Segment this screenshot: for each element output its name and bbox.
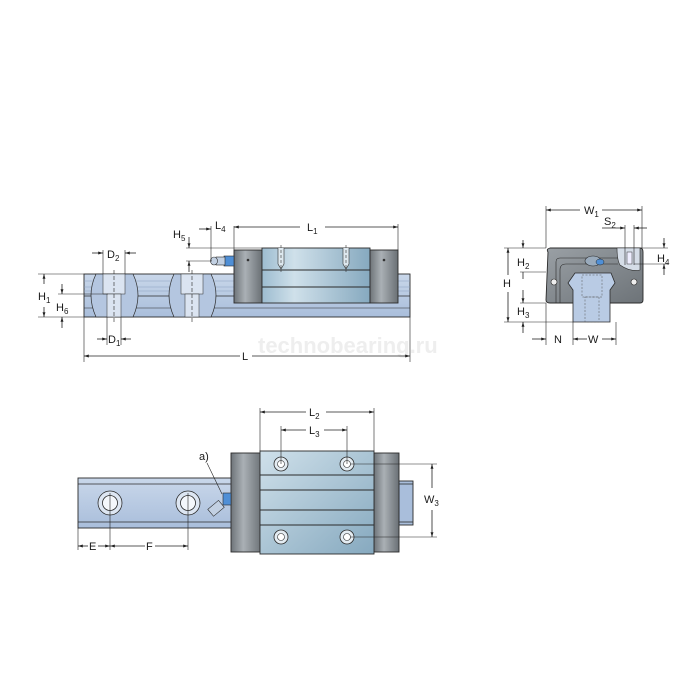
label-w1: W1 xyxy=(584,205,599,219)
label-note-a: a) xyxy=(199,451,209,463)
side-view: H1 H6 D2 D1 L H5 L4 xyxy=(38,220,411,363)
label-h: H xyxy=(503,278,511,290)
watermark: technobearing.ru xyxy=(258,333,438,358)
end-cap-right xyxy=(369,249,399,304)
end-view: W1 S2 H4 H H2 H3 N W xyxy=(503,205,670,346)
label-l4: L4 xyxy=(215,220,226,234)
threaded-holes xyxy=(277,245,350,272)
label-l: L xyxy=(242,351,248,363)
label-e: E xyxy=(89,541,96,553)
rail-hole-1 xyxy=(90,270,139,322)
grease-nipple-top xyxy=(207,492,232,517)
label-h3: H3 xyxy=(517,306,530,320)
label-h5: H5 xyxy=(173,229,186,243)
carriage-bolt-holes xyxy=(273,456,355,545)
rail-profile xyxy=(567,272,616,323)
label-w: W xyxy=(588,334,599,346)
label-h2: H2 xyxy=(517,257,530,271)
label-w3: W3 xyxy=(424,494,439,508)
label-d2: D2 xyxy=(107,249,120,263)
end-cap-top-left xyxy=(230,452,263,553)
label-l1: L1 xyxy=(307,222,318,236)
label-n: N xyxy=(554,334,562,346)
label-f: F xyxy=(146,541,153,553)
label-d1: D1 xyxy=(108,334,121,348)
end-cap-left xyxy=(233,249,263,304)
label-h1: H1 xyxy=(38,291,51,305)
label-h6: H6 xyxy=(56,302,69,316)
rail-hole-2 xyxy=(168,270,217,322)
label-l2: L2 xyxy=(309,407,320,421)
grease-nipple-end xyxy=(584,255,605,267)
grease-nipple-side xyxy=(210,255,235,267)
label-s2: S2 xyxy=(604,216,616,230)
top-view: a) L2 L3 W3 E F xyxy=(77,407,439,555)
label-h4: H4 xyxy=(657,253,670,267)
label-l3: L3 xyxy=(309,425,320,439)
